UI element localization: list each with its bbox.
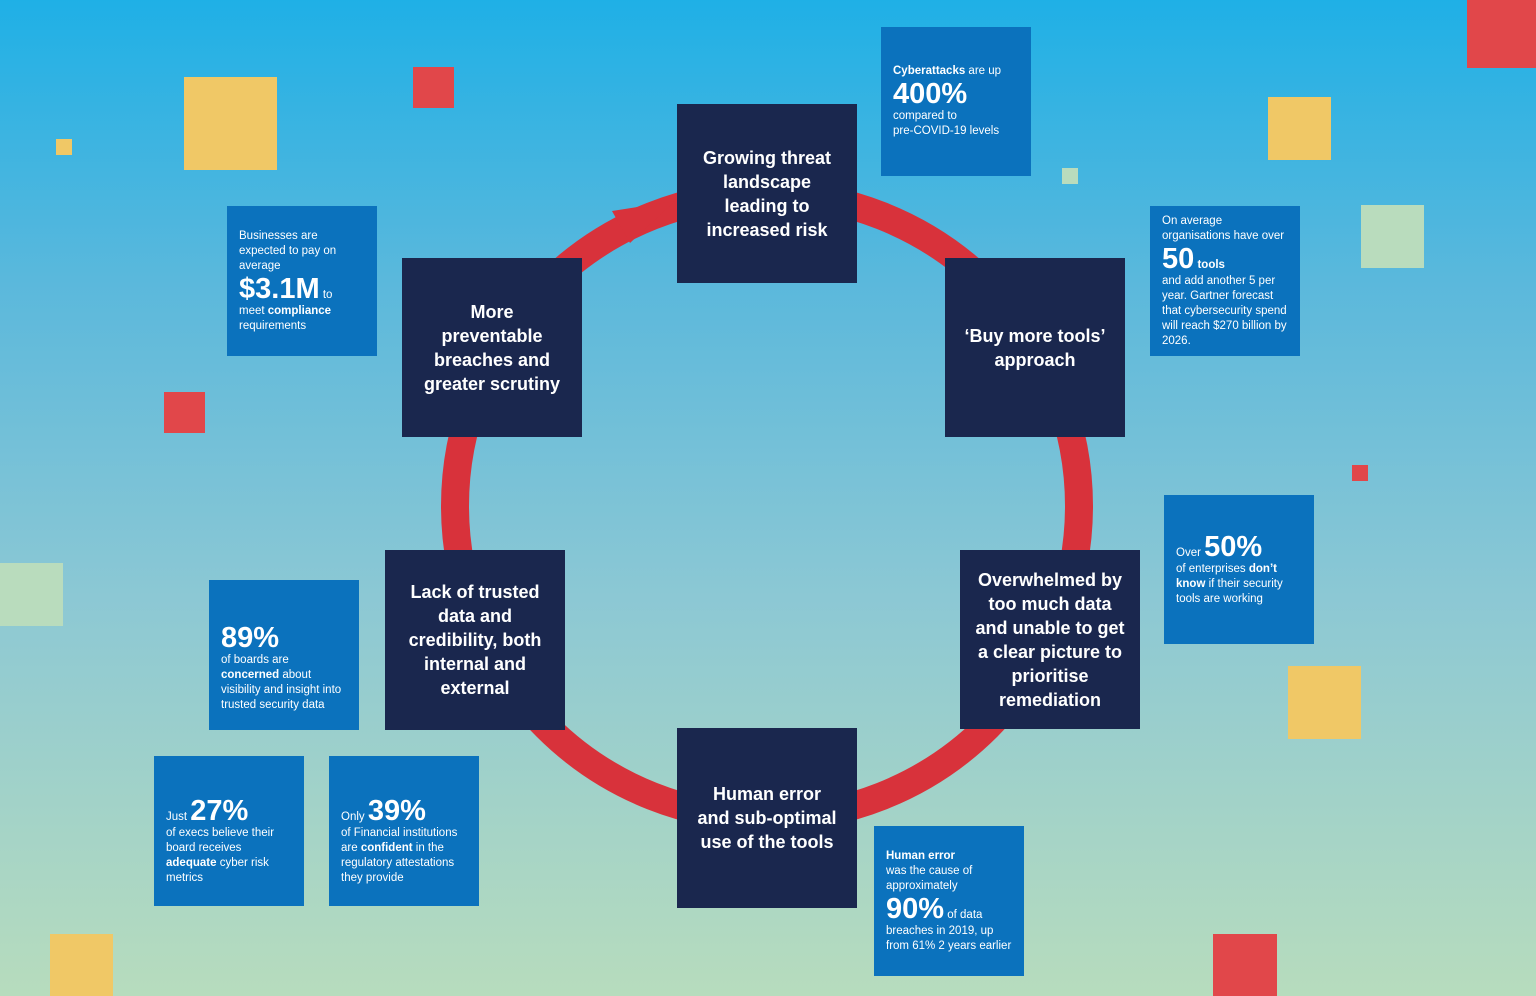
stat-pre: of Financial institutions are: [341, 827, 458, 854]
stage-overwhelmed: Overwhelmed by too much data and unable …: [960, 550, 1140, 729]
stat-intro: was the cause of approximately: [886, 864, 973, 892]
decor-square: [164, 392, 205, 433]
stat-prefix: Only: [341, 811, 365, 823]
stage-growing-threat: Growing threat landscape leading to incr…: [677, 104, 857, 283]
stat-number: 50: [1162, 242, 1195, 275]
stat-compliance: Businesses are expected to pay on averag…: [227, 206, 377, 356]
stat-unit: tools: [1197, 258, 1225, 271]
stat-number: 90%: [886, 892, 945, 925]
stat-line: compared to: [893, 110, 957, 122]
stat-intro: On average organisations have over: [1162, 214, 1285, 242]
decor-square: [50, 934, 113, 996]
stage-label: Growing threat landscape leading to incr…: [702, 147, 831, 240]
stat-number: 50%: [1204, 531, 1263, 563]
stat-rest: cyber risk metrics: [166, 857, 269, 884]
decor-square: [0, 563, 63, 626]
stat-pre: meet: [239, 304, 268, 317]
stat-pre: of execs believe their board receives: [166, 827, 275, 854]
decor-square: [1352, 465, 1368, 481]
stat-number: $3.1M: [239, 272, 320, 305]
stat-pre: of boards are: [221, 654, 289, 666]
stat-rest: if their security tools are working: [1176, 578, 1283, 605]
stat-financial: Only 39% of Financial institutions are c…: [329, 756, 479, 906]
stat-number: 400%: [893, 78, 968, 110]
decor-square: [1467, 0, 1536, 68]
stat-lead-rest: are up: [965, 65, 1002, 77]
stat-cyberattacks: Cyberattacks are up 400% compared to pre…: [881, 27, 1031, 176]
stat-pre: of enterprises: [1176, 563, 1249, 575]
decor-square: [1268, 97, 1331, 160]
stat-boards: 89% of boards are concerned about visibi…: [209, 580, 359, 730]
stat-tools: On average organisations have over 50 to…: [1150, 206, 1300, 356]
stat-number: 39%: [367, 795, 426, 827]
stat-rest: in the regulatory attestations they prov…: [341, 842, 455, 884]
stage-label: Overwhelmed by too much data and unable …: [975, 569, 1125, 710]
cycle-arrowhead: [612, 201, 675, 243]
decor-square: [56, 139, 72, 155]
stage-human-error: Human error and sub-optimal use of the t…: [677, 728, 857, 908]
stat-rest: breaches in 2019, up from 61% 2 years ea…: [886, 924, 1012, 952]
decor-square: [413, 67, 454, 108]
stat-lead-bold: Cyberattacks: [893, 65, 966, 77]
decor-square: [1361, 205, 1424, 268]
stage-label: Lack of trusted data and credibility, bo…: [408, 582, 542, 698]
stat-enterprises: Over 50% of enterprises don’t know if th…: [1164, 495, 1314, 644]
stage-preventable-breaches: More preventable breaches and greater sc…: [402, 258, 582, 437]
stat-bold: compliance: [267, 304, 332, 317]
stat-line: pre-COVID-19 levels: [893, 125, 1000, 137]
stat-rest: requirements: [239, 319, 307, 332]
stat-bold: adequate: [166, 857, 217, 869]
decor-square: [184, 77, 277, 170]
stat-execs: Just 27% of execs believe their board re…: [154, 756, 304, 906]
stat-lead-bold: Human error: [886, 849, 956, 862]
stat-bold: confident: [360, 842, 413, 854]
stat-rest: and add another 5 per year. Gartner fore…: [1162, 274, 1287, 347]
stage-label: Human error and sub-optimal use of the t…: [697, 784, 837, 852]
decor-square: [1288, 666, 1361, 739]
stat-rest: about visibility and insight into truste…: [221, 669, 342, 711]
stat-intro: Businesses are expected to pay on averag…: [239, 229, 337, 272]
decor-square: [1062, 168, 1078, 184]
stat-number: 27%: [190, 795, 249, 827]
stage-label: More preventable breaches and greater sc…: [423, 301, 561, 394]
decor-square: [1213, 934, 1277, 996]
stage-label: ‘Buy more tools’ approach: [964, 325, 1106, 370]
stat-bold: concerned: [221, 669, 280, 681]
stat-bold: don’t know: [1176, 563, 1277, 590]
stat-prefix: Just: [166, 811, 188, 823]
stat-suffix: of data: [947, 908, 983, 921]
stat-human-error: Human error was the cause of approximate…: [874, 826, 1024, 976]
stage-buy-more-tools: ‘Buy more tools’ approach: [945, 258, 1125, 437]
stat-to: to: [322, 288, 333, 301]
stage-lack-of-trusted-data: Lack of trusted data and credibility, bo…: [385, 550, 565, 730]
stat-prefix: Over: [1176, 547, 1201, 559]
stat-number: 89%: [221, 622, 280, 654]
